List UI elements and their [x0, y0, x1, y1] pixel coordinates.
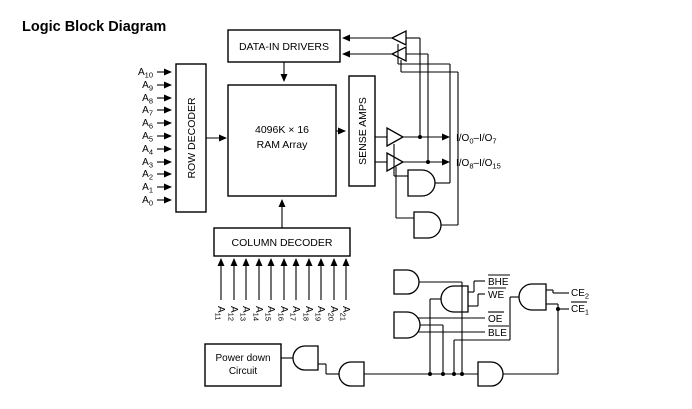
column-address-label: A14 — [252, 306, 265, 321]
junction-dot — [426, 160, 430, 164]
column-address-label: A17 — [289, 306, 302, 321]
column-address-label: A18 — [302, 306, 315, 321]
and-gate-icon — [477, 361, 504, 387]
sense-amps-box — [348, 75, 376, 187]
control-wiring — [281, 44, 569, 376]
input-buffer-icon — [390, 29, 407, 47]
powerdown-box — [204, 343, 282, 387]
block-arrows — [206, 62, 346, 228]
powerdown-label-line2: Circuit — [229, 366, 258, 377]
row-address-label: A10 — [138, 67, 153, 80]
io-range-label: I/O8–I/O15 — [456, 158, 501, 171]
ram-array-label-line1: 4096K × 16 — [255, 124, 309, 136]
row-decoder-box — [175, 63, 207, 213]
ram-array-box — [227, 84, 337, 197]
bhe-label: BHE — [488, 277, 509, 288]
column-address-label: A20 — [327, 306, 340, 321]
row-address-label: A0 — [142, 195, 153, 208]
column-decoder-label: COLUMN DECODER — [232, 237, 333, 249]
and-gate-icon — [393, 269, 420, 295]
row-decoder-block: ROW DECODER — [175, 63, 207, 213]
row-address-label: A8 — [142, 93, 153, 106]
and-gate-icon — [413, 211, 442, 239]
control-labels: BHE WE OE BLE CE2 CE1 — [488, 274, 589, 339]
ram-array-label-line2: RAM Array — [257, 139, 309, 151]
column-address-label: A13 — [239, 306, 252, 321]
row-address-label: A2 — [142, 169, 153, 182]
ble-label: BLE — [488, 328, 507, 339]
sense-amps-block: SENSE AMPS — [348, 75, 376, 187]
ce2-label: CE2 — [571, 288, 589, 301]
and-gate-icon — [292, 345, 319, 371]
column-decoder-box — [213, 227, 351, 257]
column-decoder-block: COLUMN DECODER — [213, 227, 351, 257]
junction-dot — [441, 372, 445, 376]
sense-amps-label: SENSE AMPS — [357, 97, 369, 165]
row-decoder-label: ROW DECODER — [186, 97, 198, 179]
ram-array-block: 4096K × 16 RAM Array — [227, 84, 337, 197]
column-address-label: A16 — [277, 306, 290, 321]
powerdown-label-line1: Power down — [215, 353, 270, 364]
row-address-inputs: A10 A9 A8 A7 A6 A5 A4 A3 A2 A1 A0 — [138, 67, 172, 208]
data-in-drivers-box — [227, 29, 341, 63]
row-address-label: A5 — [142, 131, 153, 144]
output-buffer-icon — [386, 151, 405, 173]
junction-dot — [556, 307, 560, 311]
and-gate-icon — [393, 311, 421, 339]
data-in-drivers-label: DATA-IN DRIVERS — [239, 41, 329, 53]
junction-dot — [428, 372, 432, 376]
column-address-label: A15 — [264, 306, 277, 321]
column-address-label: A21 — [339, 306, 352, 321]
output-buffer-icon — [386, 126, 405, 148]
ce1-label: CE1 — [571, 304, 589, 317]
we-label: WE — [488, 290, 504, 301]
and-gate-icon — [338, 361, 365, 387]
oe-label: OE — [488, 314, 503, 325]
row-address-label: A9 — [142, 80, 153, 93]
powerdown-block: Power down Circuit — [204, 343, 282, 387]
row-address-label: A1 — [142, 182, 153, 195]
row-address-label: A4 — [142, 144, 153, 157]
junction-dot — [452, 372, 456, 376]
column-address-label: A11 — [214, 306, 227, 320]
and-gate-icon — [440, 285, 469, 313]
row-address-label: A3 — [142, 157, 153, 170]
junction-dot — [460, 372, 464, 376]
junction-dot — [418, 135, 422, 139]
and-gate-icon — [407, 169, 436, 197]
input-buffer-icon — [390, 45, 407, 63]
column-address-label: A19 — [314, 306, 327, 321]
row-address-label: A7 — [142, 105, 153, 118]
io-range-label: I/O0–I/O7 — [456, 133, 497, 146]
data-in-drivers-block: DATA-IN DRIVERS — [227, 29, 341, 63]
column-address-inputs: A11 A12 A13 A14 A15 A16 A17 A18 A19 A20 … — [214, 258, 352, 321]
control-gates — [292, 169, 547, 387]
row-address-label: A6 — [142, 118, 153, 131]
chip-enable-gate-icon — [518, 283, 547, 311]
column-address-label: A12 — [227, 306, 240, 321]
io-path: I/O0–I/O7 I/O8–I/O15 — [342, 29, 501, 173]
page-title: Logic Block Diagram — [22, 19, 166, 35]
